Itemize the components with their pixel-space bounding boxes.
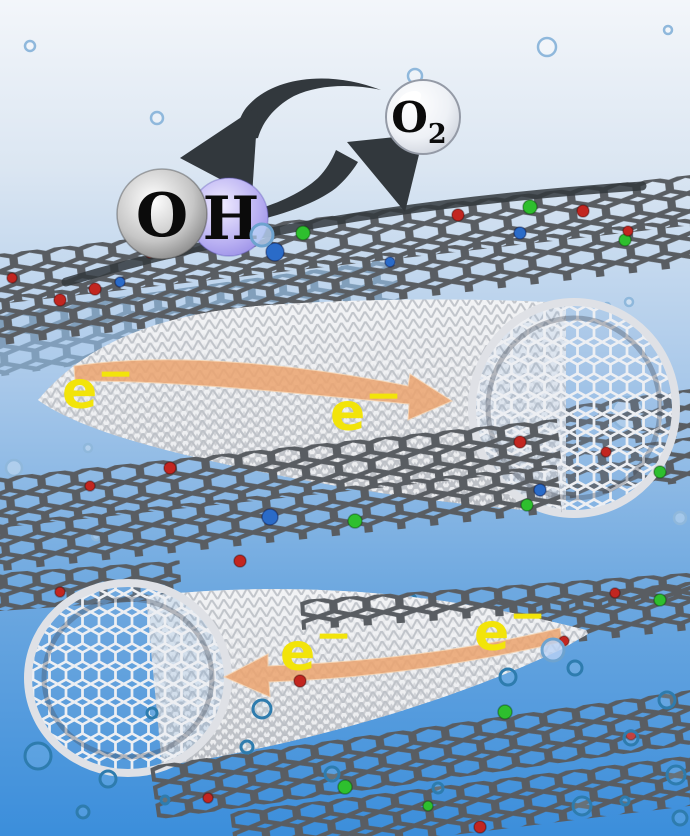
bubble-icon [662,24,674,36]
dopant-atom [384,256,396,268]
dopant-atom [497,704,513,720]
dopant-atom [233,554,247,568]
dopant-atoms-bottom [202,587,667,834]
dopant-atom [576,204,590,218]
bubbles-front-layer [23,222,689,827]
oh-hydrogen-label: H [203,184,260,254]
bubble-icon [431,781,445,795]
nanotube-lattice [146,589,588,766]
dopant-atom [609,587,621,599]
bubble-gloss [398,90,422,108]
electron-flow-arrow-lower [222,627,563,698]
bubble-icon [671,809,689,827]
oh-oxygen-label: O [136,181,188,251]
electron-label: e− [474,590,546,663]
dopant-atoms-top [6,199,634,317]
bubble-icon [566,659,584,677]
bubble-icon [657,690,677,710]
bubble-icon [622,729,640,747]
dopant-atoms-middle [54,435,667,598]
dopant-atom [337,779,353,795]
dopant-atom [261,508,279,526]
dopant-atom [295,225,311,241]
bubble-icon [249,222,275,248]
bubble-icon [536,36,558,58]
oh-formation-arrowhead [180,106,258,196]
dopant-atom [88,282,102,296]
dopant-atom [54,586,66,598]
bubble-icon [82,442,94,454]
electron-label: e− [330,370,402,443]
graphene-strip-front-lower [300,572,690,630]
bubble-icon [619,795,631,807]
carbon-nanotube-lower [24,579,588,777]
bubble-icon [623,296,635,308]
dopant-atom [622,225,634,237]
dopant-atom [422,800,434,812]
dopant-atom [653,465,667,479]
sheet-edge-shadow [61,181,647,287]
oh-formation-arrow [233,78,381,142]
electron-label: e− [280,610,352,683]
dopant-atom [513,435,527,449]
bubble-icon [75,804,91,820]
dopant-atom [520,498,534,512]
electron-label: e− [62,348,134,421]
dopant-atom [451,208,465,222]
dopant-atom [293,674,307,688]
bubble-icon [4,458,24,478]
bubble-icon [251,698,273,720]
bubble-icon [149,110,165,126]
dopant-atom [600,446,612,458]
bubble-icon [23,741,53,771]
bubble-icon [665,764,687,786]
dopant-atom [347,513,363,529]
bubble-icon [540,637,566,663]
electron-flow-arrow-upper [73,359,454,421]
bubble-icon [498,667,518,687]
dopant-atom [265,242,285,262]
oxygen-sphere [116,168,208,260]
dopant-atom [473,820,487,834]
bubble-icon [98,769,118,789]
bubble-icon [239,739,255,755]
dopant-atom [202,792,214,804]
dopant-atom [522,199,538,215]
bubble-icon [323,765,341,783]
dopant-atom [84,480,96,492]
o2-molecule: O2 [385,79,461,155]
dopant-atom [653,593,667,607]
bubble-icon [571,795,593,817]
o2-label: O2 [391,93,446,150]
dopant-atom [53,293,67,307]
bubble-icon [672,510,688,526]
bubble-icon [23,39,37,53]
bubble-icon [159,794,171,806]
graphene-stack-bottom [150,688,690,836]
nanotube-open-end [24,579,232,777]
oh-molecule: O H [116,168,269,260]
graphene-sheet [0,217,690,348]
dopant-atom [513,226,527,240]
dopant-atom [6,272,18,284]
dopant-atom [533,483,547,497]
dopant-atom [114,276,126,288]
dopant-atom [163,461,177,475]
o2-release-arrowhead [347,134,424,212]
bubble-icon [145,706,159,720]
